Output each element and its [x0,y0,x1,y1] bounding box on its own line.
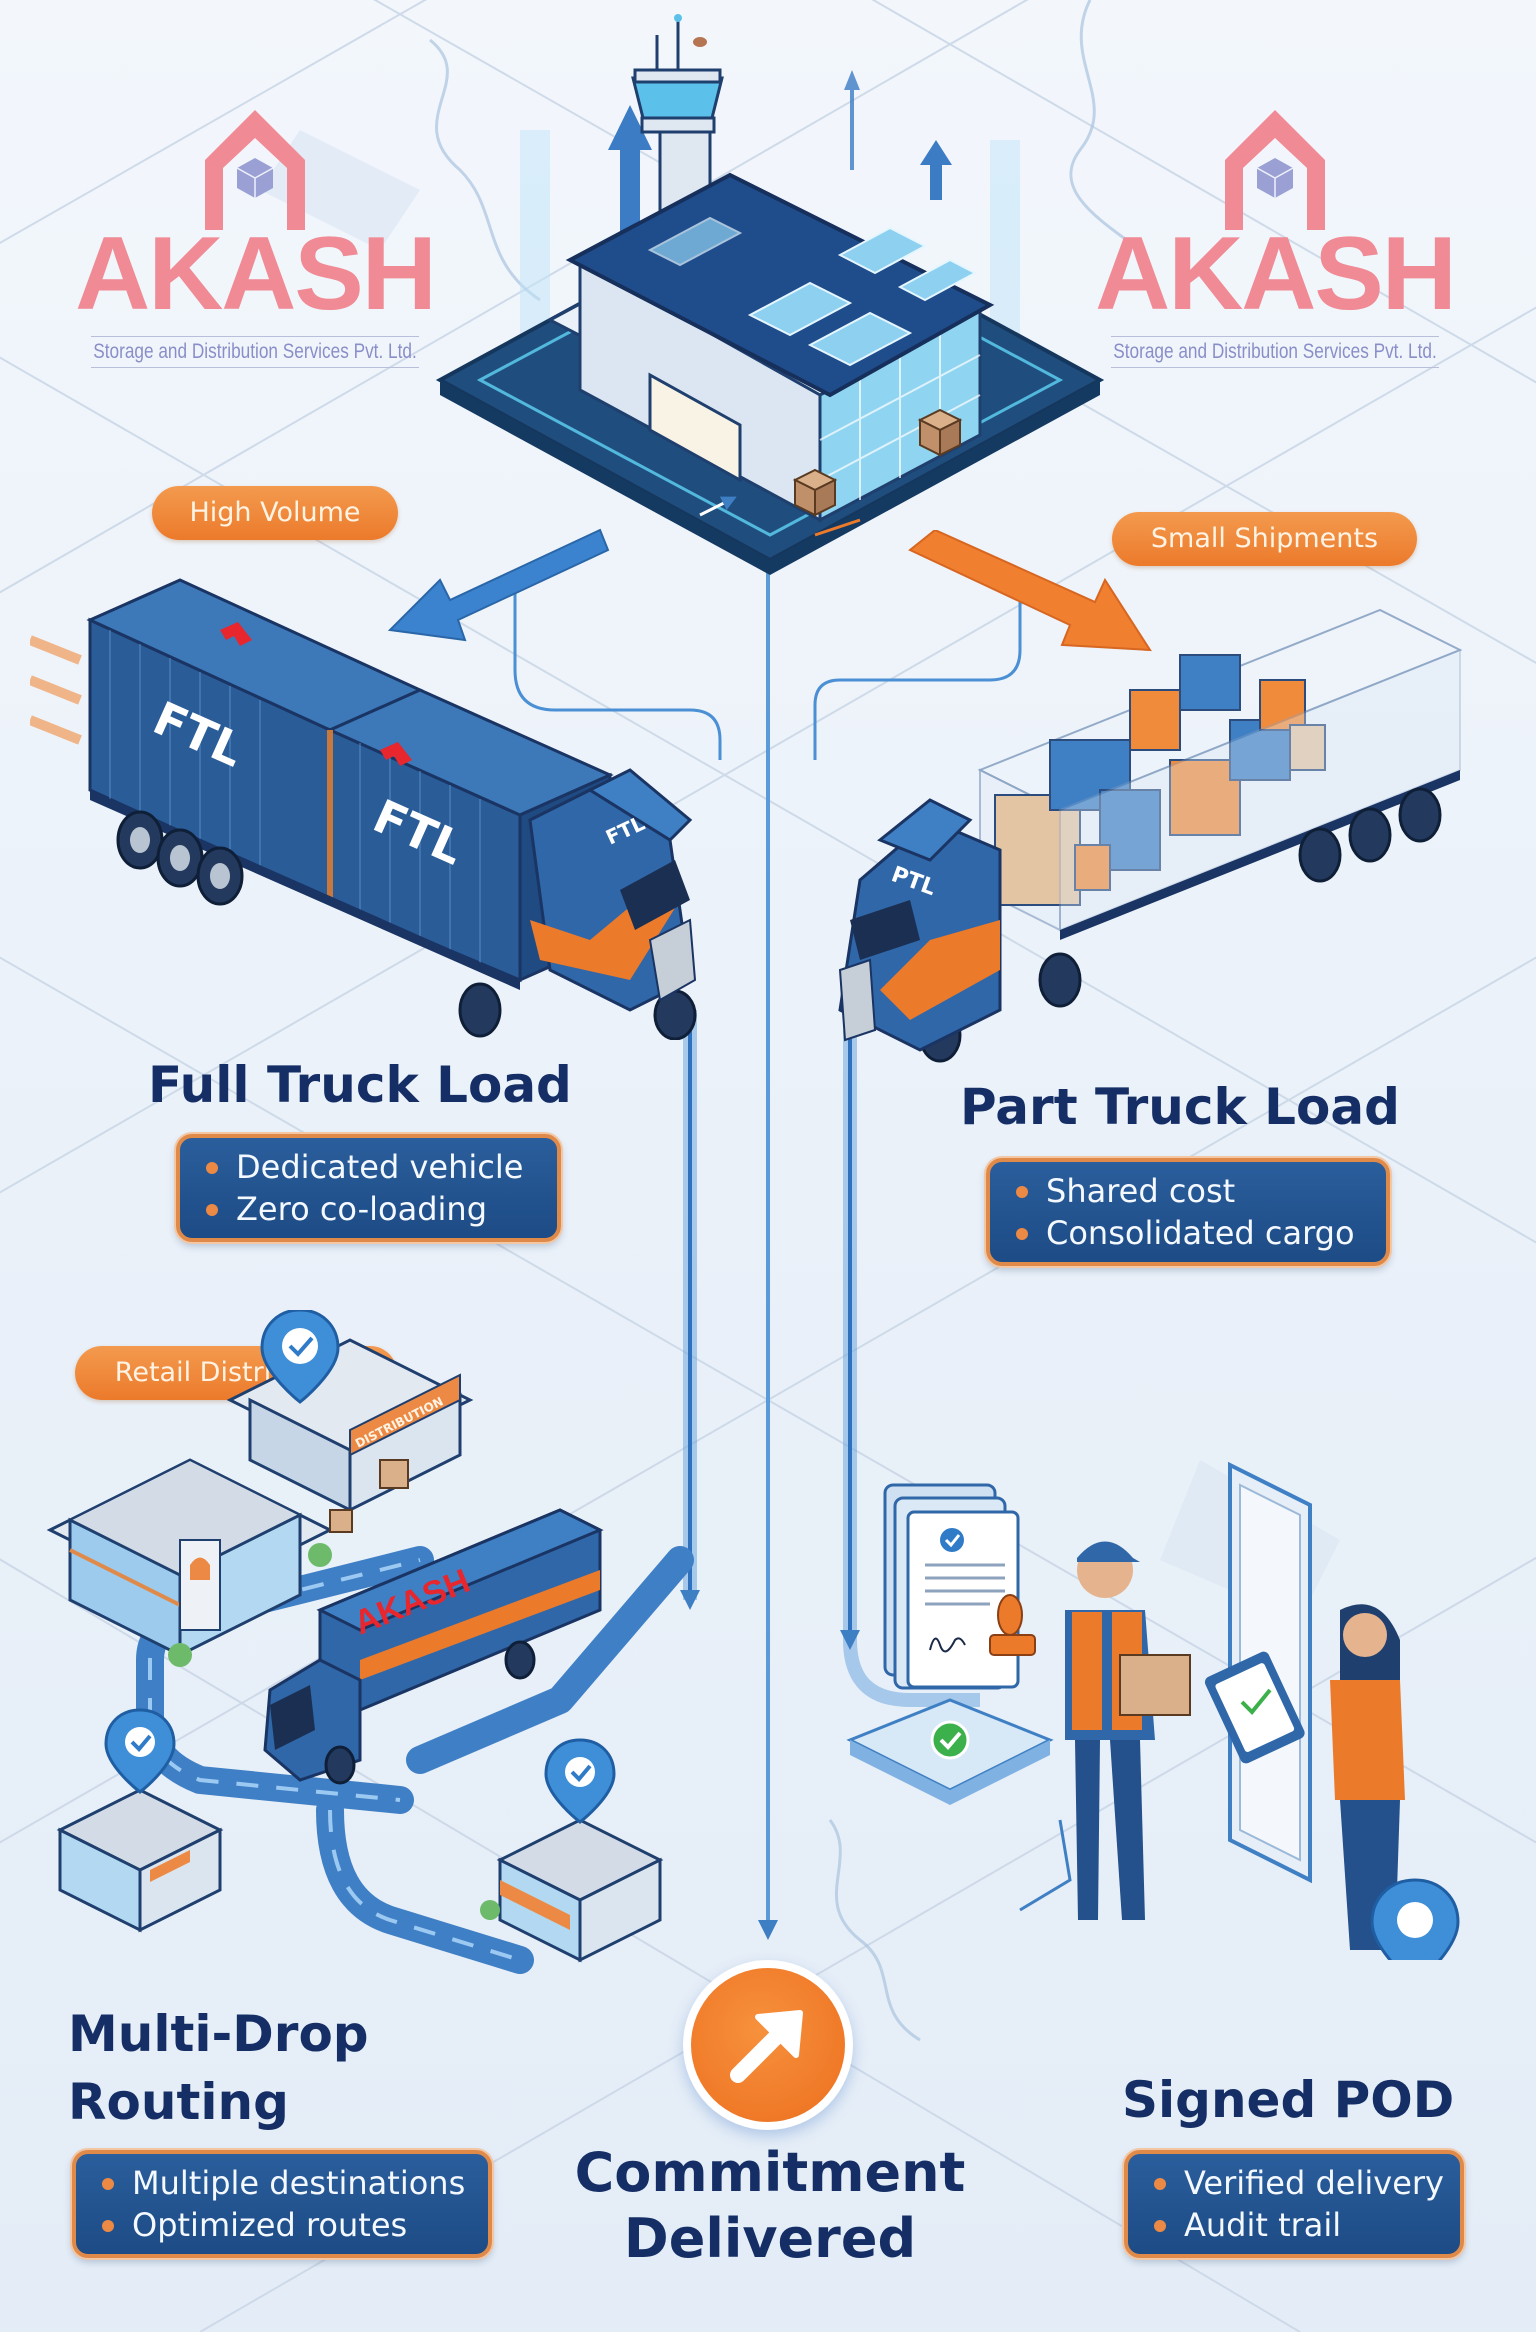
office-building-icon [46,1458,334,1667]
logo-tagline: Storage and Distribution Services Pvt. L… [91,336,419,368]
multi-drop-scene: DISTRIBUTION AKASH [46,1310,664,1963]
logo-brand-text: AKASH [75,216,437,332]
multidrop-bullet: Optimized routes [98,2204,466,2246]
ptl-truck-illustration: PTL [838,608,1463,1063]
multidrop-bullet-box: Multiple destinations Optimized routes [72,2150,492,2258]
store-right-icon [480,1818,664,1963]
multidrop-bullet: Multiple destinations [98,2162,466,2204]
tag-high-volume: High Volume [152,486,398,540]
ftl-title: Full Truck Load [148,1056,572,1114]
pod-bullet: Verified delivery [1150,2162,1444,2204]
pod-bullet-box: Verified delivery Audit trail [1124,2150,1464,2258]
ftl-direction-arrow-icon [387,528,610,642]
ptl-title: Part Truck Load [960,1078,1400,1136]
logo-tagline: Storage and Distribution Services Pvt. L… [1111,336,1439,368]
commitment-title: Commitment Delivered [520,2140,1020,2272]
ftl-bullet-box: Dedicated vehicle Zero co-loading [176,1134,561,1242]
customer-person-icon [1204,1604,1405,1950]
commitment-line2: Delivered [623,2207,917,2270]
multidrop-title-line1: Multi-Drop [68,2005,369,2063]
ptl-bullet-box: Shared cost Consolidated cargo [986,1158,1390,1266]
location-pin-check-icon [104,1708,176,1794]
house-cube-logo-icon [205,110,305,230]
cargo-boxes-icon [994,654,1326,906]
multidrop-title: Multi-Drop Routing [68,2000,369,2136]
courier-person-icon [1065,1541,1191,1920]
location-pin-icon [1370,1878,1460,1960]
logo-brand-text: AKASH [1095,216,1457,332]
store-left-icon [56,1788,224,1933]
warehouse-hub-illustration [435,14,1105,575]
check-circle-icon [930,1720,970,1760]
wheel-icon [116,810,697,1040]
ptl-bullet: Consolidated cargo [1012,1212,1364,1254]
arrow-up-right-icon [730,2010,803,2083]
akash-logo-left: AKASH Storage and Distribution Services … [55,100,455,370]
location-pin-check-icon [544,1738,616,1824]
tag-small-shipments: Small Shipments [1112,512,1417,566]
ftl-bullet: Dedicated vehicle [202,1146,535,1188]
ptl-bullet: Shared cost [1012,1170,1364,1212]
ptl-direction-arrow-icon [908,530,1152,652]
pod-title: Signed POD [1122,2071,1455,2129]
signed-pod-scene [846,1461,1460,1960]
location-pin-check-icon [260,1310,340,1404]
ftl-bullet: Zero co-loading [202,1188,535,1230]
multidrop-title-line2: Routing [68,2073,289,2131]
commitment-line1: Commitment [574,2141,966,2204]
ftl-truck-illustration: FTL FTL FTL [30,578,697,1040]
parcel-boxes-icon [792,408,963,517]
stamp-icon [989,1594,1036,1656]
tablet-signature-icon [1204,1651,1305,1764]
akash-logo-right: AKASH Storage and Distribution Services … [1075,100,1475,370]
house-cube-logo-icon [1225,110,1325,230]
pod-bullet: Audit trail [1150,2204,1438,2246]
signed-document-icon [883,1483,1020,1690]
commitment-badge [683,1960,853,2130]
